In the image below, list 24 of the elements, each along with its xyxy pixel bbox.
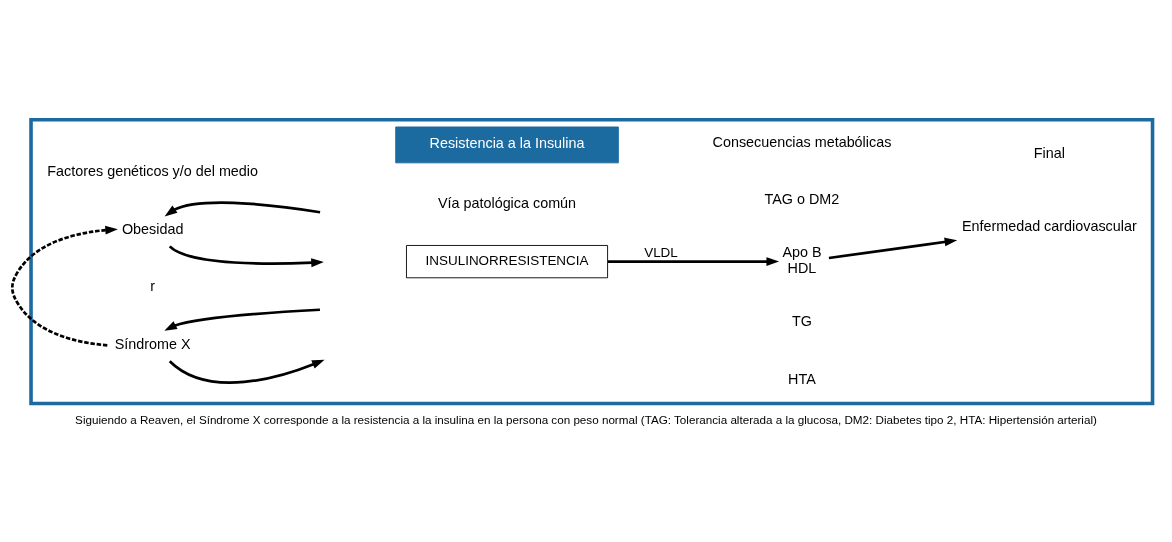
label: Vía patológica común: [437, 194, 577, 211]
node-text: Síndrome X: [114, 335, 191, 352]
edge-label: VLDL: [644, 244, 678, 260]
node-text: Obesidad: [121, 220, 184, 237]
arrow: [168, 359, 325, 384]
node-text: Apo B HDL: [782, 243, 822, 276]
label: r: [150, 277, 156, 294]
node-box: Resistencia a la Insulina: [395, 126, 619, 163]
arrow: [164, 200, 321, 216]
label: TAG o DM2: [764, 190, 840, 207]
node-text: Enfermedad cardiovascular: [961, 217, 1137, 234]
label: HTA: [788, 370, 816, 387]
arrow: [168, 244, 324, 267]
label: Factores genéticos y/o del medio: [47, 162, 259, 179]
arrow: [828, 237, 958, 259]
label: Final: [1033, 144, 1065, 161]
cluster: [29, 117, 1155, 405]
caption: Siguiendo a Reaven, el Síndrome X corresponde a la resistencia a la insulina en la persona con peso normal (TAG: Tolerancia alterada a la glucosa, DM2: Diabetes tipo 2, HTA: Hipertensión arterial): [75, 412, 1097, 426]
arrow: [10, 225, 118, 347]
label: Consecuencias metabólicas: [712, 133, 892, 150]
arrow: [608, 256, 780, 266]
arrow: [164, 307, 320, 331]
node-box: INSULINORRESISTENCIA: [406, 244, 609, 278]
label: TG: [791, 312, 812, 329]
